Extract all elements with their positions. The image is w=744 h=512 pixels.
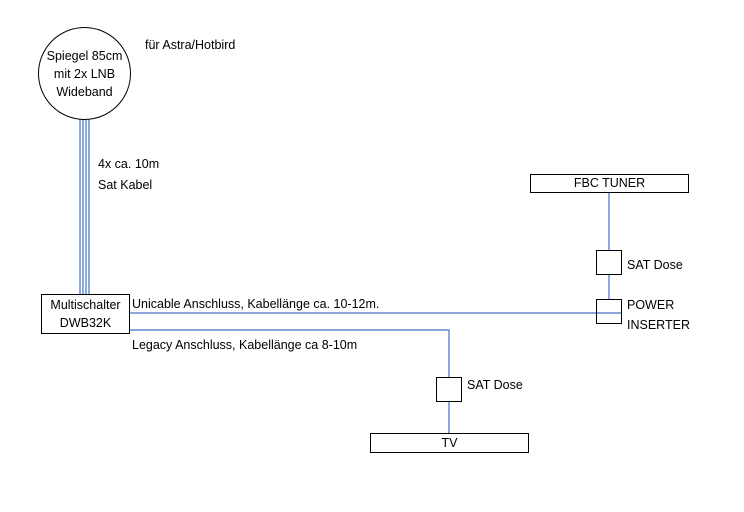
tv-label: TV [441, 436, 458, 450]
fbc-tuner-box: FBC TUNER [530, 174, 689, 193]
cable-label-line2: Sat Kabel [98, 178, 153, 192]
dish-label-line1: Spiegel 85cm [46, 48, 123, 63]
fbc-tuner-label: FBC TUNER [573, 176, 646, 190]
legacy-line [130, 329, 450, 377]
satellite-dish: Spiegel 85cm mit 2x LNB Wideband [38, 27, 131, 120]
dish-label-line2: mit 2x LNB [53, 66, 116, 81]
dish-label-line3: Wideband [56, 84, 113, 99]
legacy-label: Legacy Anschluss, Kabellänge ca 8-10m [132, 338, 358, 352]
unicable-label: Unicable Anschluss, Kabellänge ca. 10-12… [132, 297, 380, 311]
sat-dose-top-box [596, 250, 622, 275]
tv-box: TV [370, 433, 529, 453]
satellites-label: für Astra/Hotbird [145, 38, 236, 52]
power-inserter-label-line2: INSERTER [627, 318, 690, 332]
multiswitch-label-line1: Multischalter [50, 298, 121, 312]
sat-dose-bottom-label: SAT Dose [467, 378, 523, 392]
power-inserter-box [596, 299, 622, 324]
power-inserter-label-line1: POWER [627, 298, 675, 312]
sat-dose-top-label: SAT Dose [627, 258, 683, 272]
multiswitch-box: Multischalter DWB32K [41, 294, 130, 334]
multiswitch-label-line2: DWB32K [59, 316, 112, 330]
cable-label-line1: 4x ca. 10m [98, 157, 160, 171]
sat-dose-bottom-box [436, 377, 462, 402]
